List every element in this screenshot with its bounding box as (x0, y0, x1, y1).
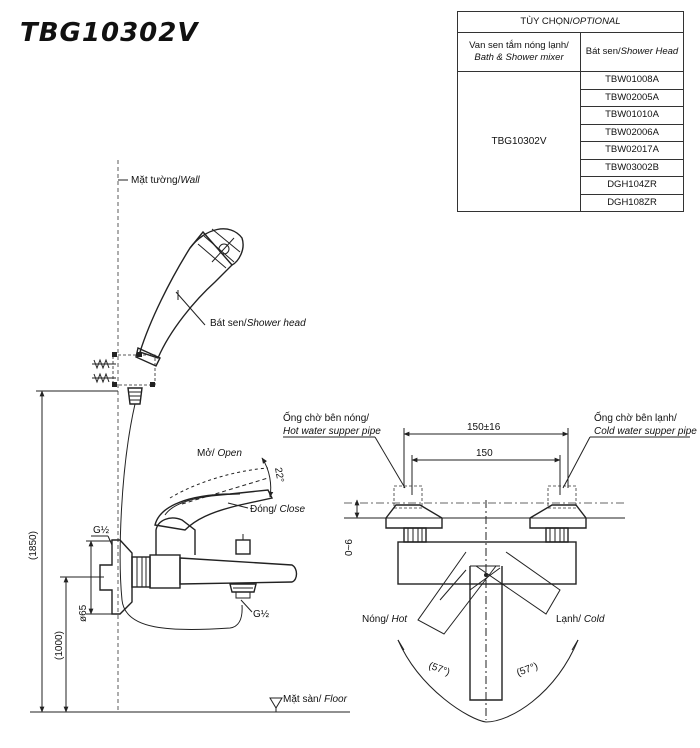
svg-text:Hot water supper pipe: Hot water supper pipe (283, 426, 381, 437)
gap-0-6-label: 0~6 (344, 539, 355, 556)
shower-head-option: DGH108ZR (580, 193, 684, 212)
wall-bracket (92, 352, 156, 405)
shower-head-label: Bát sen/Shower head (210, 318, 306, 329)
escutcheon-hot (385, 504, 443, 543)
spacing-150-16-label: 150±16 (467, 422, 501, 433)
wall-label: Mặt tường/Wall (131, 175, 200, 186)
height-1850-label: (1850) (28, 531, 39, 560)
escutcheon-cold (529, 504, 587, 543)
inlet-thread-label: G½ (93, 525, 110, 536)
spacing-150-label: 150 (476, 448, 493, 459)
cold-label: Lạnh/ Cold (556, 614, 605, 625)
optional-table: TÙY CHỌN/OPTIONAL Van sen tắm nóng lạnh/… (457, 11, 684, 212)
lever-positions (397, 551, 579, 723)
angle-22-label: 22° (272, 467, 285, 484)
floor-label: Mặt sàn/ Floor (283, 694, 348, 705)
open-label: Mở/ Open (197, 447, 242, 459)
lever-handle (154, 457, 274, 531)
outlet-thread-label: G½ (253, 609, 270, 620)
height-1000-label: (1000) (54, 631, 65, 660)
close-label: Đóng/ Close (250, 504, 305, 515)
angle-57-hot-label: (57°) (427, 660, 451, 678)
mixer-model-cell: TBG10302V (457, 71, 581, 212)
diameter-65-label: ø65 (78, 604, 89, 622)
shower-hose (119, 403, 243, 631)
cold-pipe-label: Ống chờ bên lạnh/ (594, 410, 677, 424)
svg-text:Cold water supper pipe: Cold water supper pipe (594, 426, 697, 437)
mixer-body-top (397, 541, 577, 585)
mixer-column-header: Van sen tắm nóng lạnh/Bath & Shower mixe… (457, 32, 581, 72)
mixer-body (99, 517, 298, 615)
hot-pipe-label: Ống chờ bên nóng/ (283, 410, 369, 424)
shower-head (135, 228, 244, 367)
angle-57-cold-label: (57°) (515, 661, 539, 679)
hot-label: Nóng/ Hot (362, 614, 408, 625)
model-title: TBG10302V (20, 18, 199, 48)
shower-head-column-header: Bát sen/Shower Head (580, 32, 684, 72)
